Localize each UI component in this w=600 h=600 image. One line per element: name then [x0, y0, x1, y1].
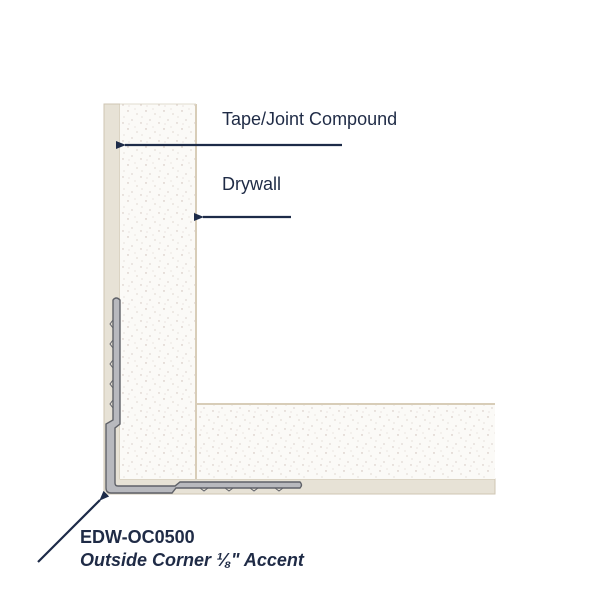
drywall-speckle-vertical [120, 104, 196, 479]
trim-teeth-vertical [109, 319, 114, 409]
label-drywall: Drywall [222, 174, 282, 194]
label-product-description: Outside Corner ⅛" Accent [80, 550, 304, 570]
drywall-speckle-horizontal [196, 404, 495, 479]
label-product-code: EDW-OC0500 [80, 527, 195, 547]
label-tape-joint-compound: Tape/Joint Compound [222, 109, 398, 129]
trim-teeth-horizontal [199, 487, 284, 492]
arrow-product [37, 490, 110, 563]
